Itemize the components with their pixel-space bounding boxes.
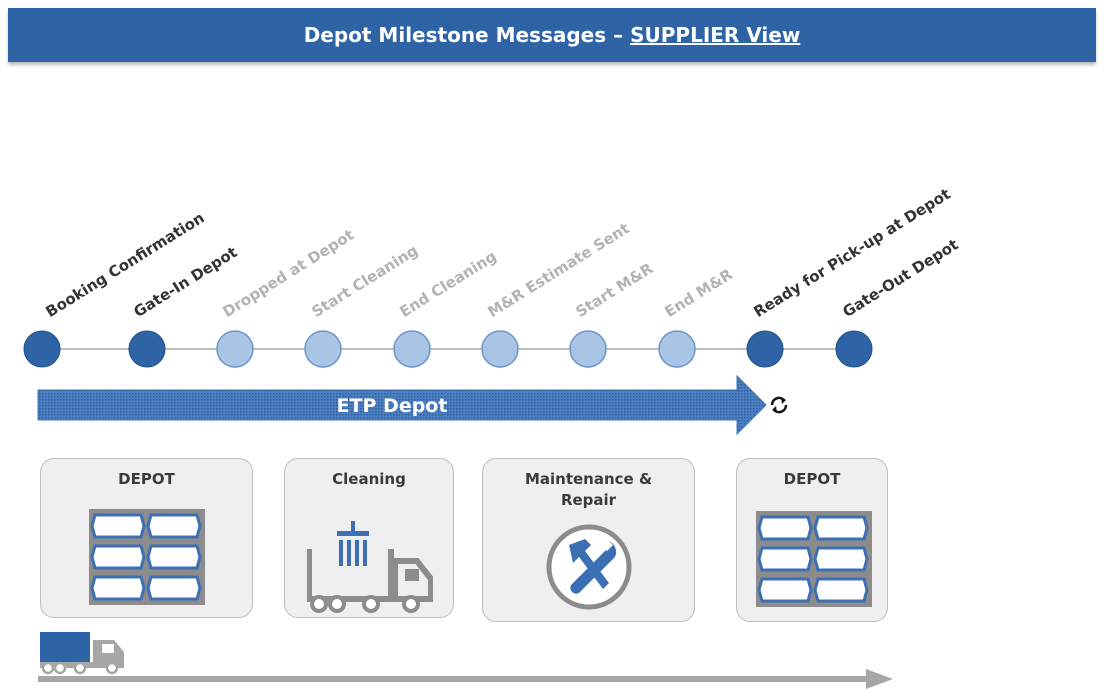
milestone-node bbox=[304, 330, 342, 368]
card-title: Cleaning bbox=[332, 470, 406, 488]
tools-icon bbox=[546, 524, 632, 610]
milestone-node bbox=[746, 330, 784, 368]
milestone-node bbox=[393, 330, 431, 368]
milestone-node bbox=[128, 330, 166, 368]
milestone-node bbox=[658, 330, 696, 368]
container-stack-icon bbox=[89, 509, 205, 605]
page-title: Depot Milestone Messages – bbox=[303, 23, 624, 47]
maintenance-card: Maintenance & Repair bbox=[482, 458, 695, 622]
card-title: DEPOT bbox=[118, 470, 175, 488]
depot-card: DEPOT bbox=[40, 458, 253, 618]
bottom-timeline-arrow bbox=[38, 669, 893, 689]
milestone-node bbox=[569, 330, 607, 368]
milestone-nodes bbox=[23, 330, 873, 368]
cleaning-card: Cleaning bbox=[284, 458, 454, 618]
etp-depot-arrow: ETP Depot bbox=[37, 374, 767, 436]
milestone-node bbox=[481, 330, 519, 368]
view-link[interactable]: SUPPLIER View bbox=[630, 23, 801, 47]
milestone-node bbox=[23, 330, 61, 368]
depot-card: DEPOT bbox=[736, 458, 888, 622]
page-header: Depot Milestone Messages – SUPPLIER View bbox=[8, 8, 1096, 62]
arrow-label: ETP Depot bbox=[337, 395, 448, 417]
cleaning-truck-icon bbox=[307, 521, 433, 613]
card-title: DEPOT bbox=[783, 470, 841, 488]
container-stack-icon bbox=[756, 511, 872, 607]
milestone-node bbox=[835, 330, 873, 368]
card-title: Maintenance & Repair bbox=[524, 470, 653, 509]
refresh-icon[interactable] bbox=[767, 393, 791, 417]
milestone-node bbox=[216, 330, 254, 368]
truck-icon bbox=[40, 632, 124, 675]
